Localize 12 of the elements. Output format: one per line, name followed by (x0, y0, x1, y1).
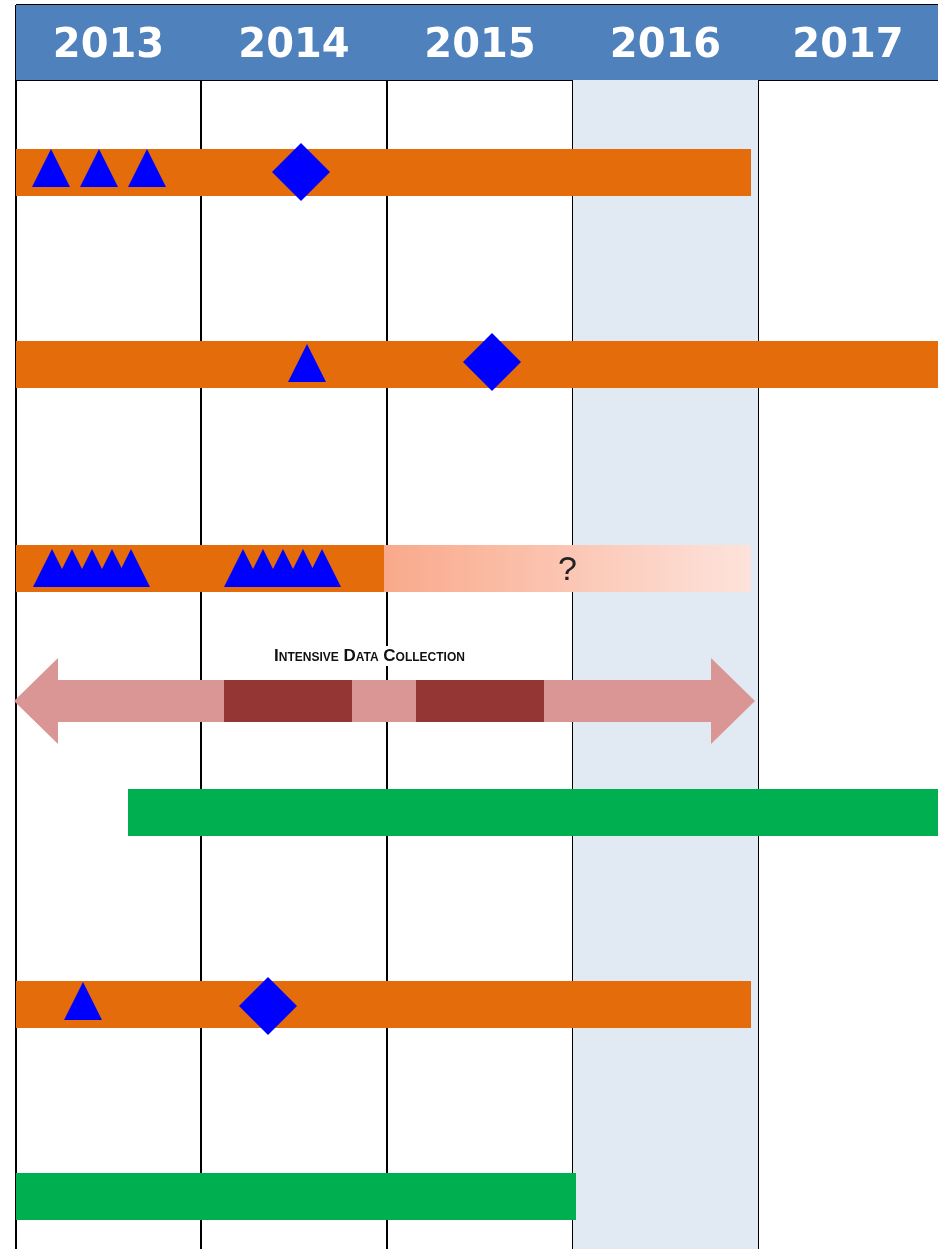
year-header: 2013 (16, 5, 201, 80)
timeline-bar (16, 341, 938, 388)
question-mark: ? (558, 549, 577, 588)
year-header: 2017 (758, 5, 938, 80)
timeline-bar (16, 981, 751, 1028)
timeline-bar (384, 545, 751, 592)
arrow-label: Intensive Data Collection (272, 646, 467, 666)
year-header: 2016 (573, 5, 758, 80)
year-header: 2015 (387, 5, 573, 80)
timeline-bar (128, 789, 938, 836)
timeline-bar (16, 1173, 576, 1220)
year-header: 2014 (201, 5, 387, 80)
